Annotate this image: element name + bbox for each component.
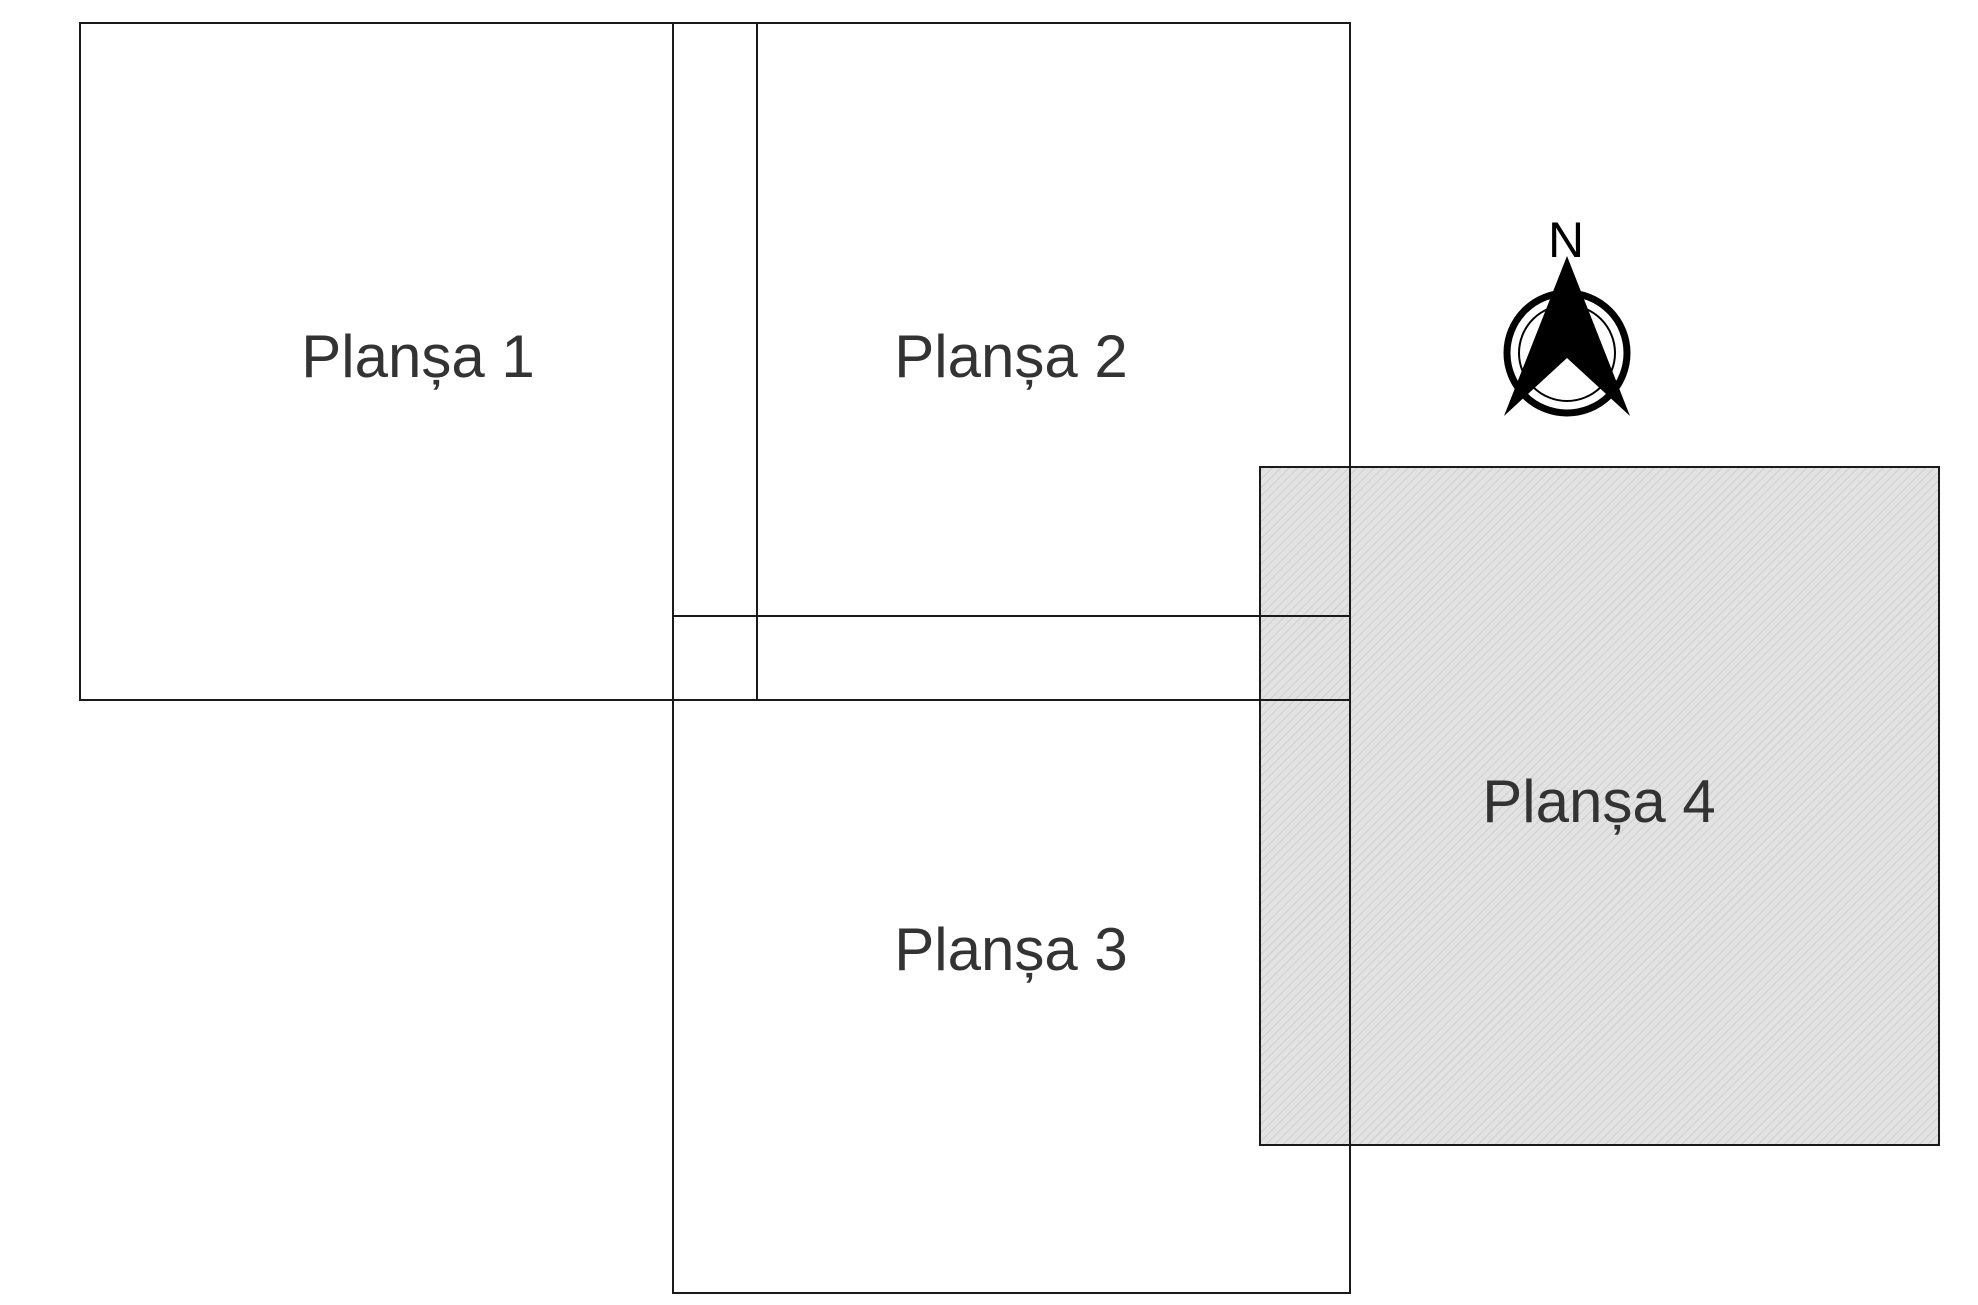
sheet-1[interactable]: Planșa 1 xyxy=(79,22,758,701)
north-arrow-icon xyxy=(1504,256,1630,416)
sheet-4[interactable]: Planșa 4 xyxy=(1259,466,1940,1146)
sheet-2-label: Planșa 2 xyxy=(894,323,1128,390)
sheet-4-label: Planșa 4 xyxy=(1482,768,1716,835)
sheet-3[interactable]: Planșa 3 xyxy=(672,615,1351,1294)
sheet-2[interactable]: Planșa 2 xyxy=(672,22,1351,617)
sheet-2-frame xyxy=(672,22,1351,617)
sheet-4-frame xyxy=(1259,466,1940,1146)
sheet-3-label: Planșa 3 xyxy=(894,916,1128,983)
north-label: N xyxy=(1548,212,1584,268)
north-arrow: N xyxy=(1503,212,1631,417)
sheet-1-label: Planșa 1 xyxy=(301,323,535,390)
